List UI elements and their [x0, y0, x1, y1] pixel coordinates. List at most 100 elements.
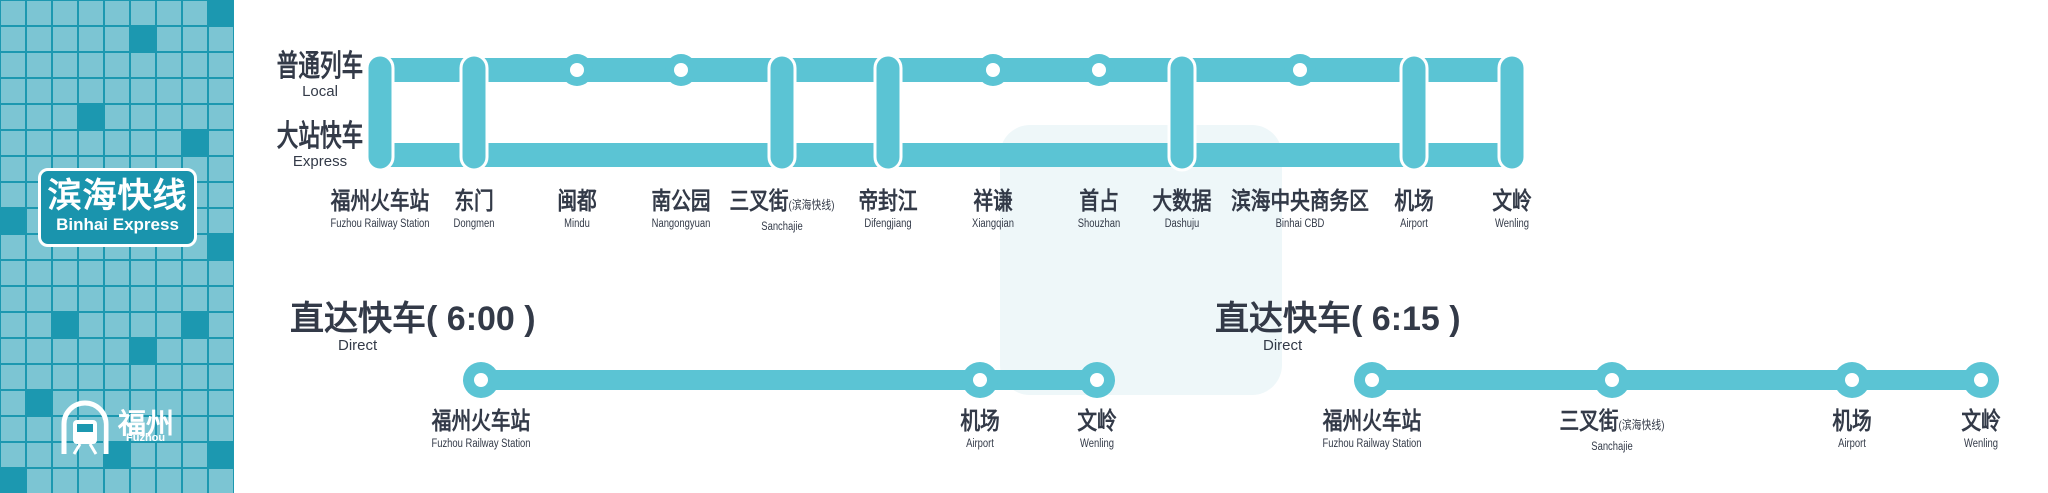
direct-title-cn: 直达快车 [1215, 300, 1351, 338]
station-name-en: Sanchajie [1591, 441, 1633, 453]
station-name-en: Wenling [1964, 438, 1998, 450]
grid-tile [53, 391, 77, 415]
station-name-en: Fuzhou Railway Station [431, 438, 531, 450]
station-marker-center [674, 63, 688, 77]
grid-tile [1, 261, 25, 285]
side-panel: 滨海快线 Binhai Express 福州 Fuzhou [0, 0, 234, 493]
grid-tile [209, 313, 233, 337]
grid-tile [105, 365, 129, 389]
grid-tile [105, 131, 129, 155]
grid-tile [209, 1, 233, 25]
grid-tile [131, 417, 155, 441]
grid-tile [209, 469, 233, 493]
station-name-cn: 三叉街 [1559, 408, 1619, 435]
grid-tile [79, 339, 103, 363]
grid-tile [131, 27, 155, 51]
grid-tile [183, 1, 207, 25]
grid-tile [105, 287, 129, 311]
line-name-cn: 滨海快线 [47, 177, 188, 215]
grid-tile [1, 157, 25, 181]
grid-tile [105, 313, 129, 337]
grid-tile [209, 261, 233, 285]
grid-tile [27, 417, 51, 441]
grid-tile [1, 105, 25, 129]
station-marker-center [474, 373, 488, 387]
grid-tile [1, 469, 25, 493]
grid-tile [209, 131, 233, 155]
grid-tile [209, 53, 233, 77]
station-name-cn: 机场 [1832, 408, 1872, 435]
station-name-cn: 大数据 [1152, 188, 1212, 215]
logo-text-cn: 福州 [118, 408, 175, 439]
grid-tile [183, 469, 207, 493]
station-label: 三叉街(滨海快线)Sanchajie [730, 188, 835, 235]
station-name-cn: 机场 [1394, 188, 1434, 215]
grid-tile [27, 53, 51, 77]
station-name-cn: 首占 [1079, 188, 1119, 215]
station-name-en: Difengjiang [864, 218, 912, 230]
grid-tile [157, 339, 181, 363]
grid-tile [157, 469, 181, 493]
station-name-en: Binhai CBD [1275, 218, 1325, 230]
grid-tile [183, 53, 207, 77]
grid-tile [183, 417, 207, 441]
grid-tile [183, 105, 207, 129]
grid-tile [209, 365, 233, 389]
grid-tile [53, 469, 77, 493]
station-name-en: Nangongyuan [651, 218, 711, 230]
grid-tile [105, 79, 129, 103]
grid-tile [209, 105, 233, 129]
grid-tile [79, 469, 103, 493]
grid-tile [1, 1, 25, 25]
grid-tile [1, 287, 25, 311]
grid-tile [53, 27, 77, 51]
grid-tile [157, 79, 181, 103]
station-name-cn: 闽都 [557, 188, 597, 215]
direct-title-cn: 直达快车 [290, 300, 426, 338]
grid-tile [157, 53, 181, 77]
direct-time: 6:15 [1371, 300, 1440, 338]
grid-tile [183, 287, 207, 311]
grid-tile [131, 261, 155, 285]
grid-tile [131, 313, 155, 337]
express-stop-marker [365, 53, 395, 172]
grid-tile [53, 261, 77, 285]
legend-express-en: Express [292, 153, 348, 170]
grid-tile [27, 469, 51, 493]
grid-tile [53, 131, 77, 155]
station-note: (滨海快线) [788, 198, 835, 212]
grid-tile [157, 313, 181, 337]
station-name-cn: 帝封江 [858, 188, 918, 215]
grid-tile [209, 287, 233, 311]
grid-tile [79, 79, 103, 103]
grid-tile [105, 443, 129, 467]
station-marker-center [973, 373, 987, 387]
station-label: 三叉街(滨海快线)Sanchajie [1560, 408, 1665, 455]
station-name-en: Fuzhou Railway Station [1322, 438, 1422, 450]
grid-tile [27, 443, 51, 467]
grid-tile [131, 443, 155, 467]
grid-tile [1, 131, 25, 155]
grid-tile [53, 287, 77, 311]
grid-tile [209, 391, 233, 415]
station-marker-center [1092, 63, 1106, 77]
grid-tile [157, 261, 181, 285]
grid-tile [157, 1, 181, 25]
grid-tile [105, 339, 129, 363]
express-stop-marker [1497, 53, 1527, 172]
grid-tile [53, 339, 77, 363]
grid-tile [209, 339, 233, 363]
grid-tile [131, 339, 155, 363]
station-name-cn: 东门 [454, 188, 494, 215]
watermark-logo [1000, 125, 1282, 395]
grid-tile [27, 339, 51, 363]
station-name-en: Wenling [1495, 218, 1529, 230]
direct-600-title: 直达快车( 6:00 ) Direct [290, 300, 536, 354]
grid-tile [183, 443, 207, 467]
